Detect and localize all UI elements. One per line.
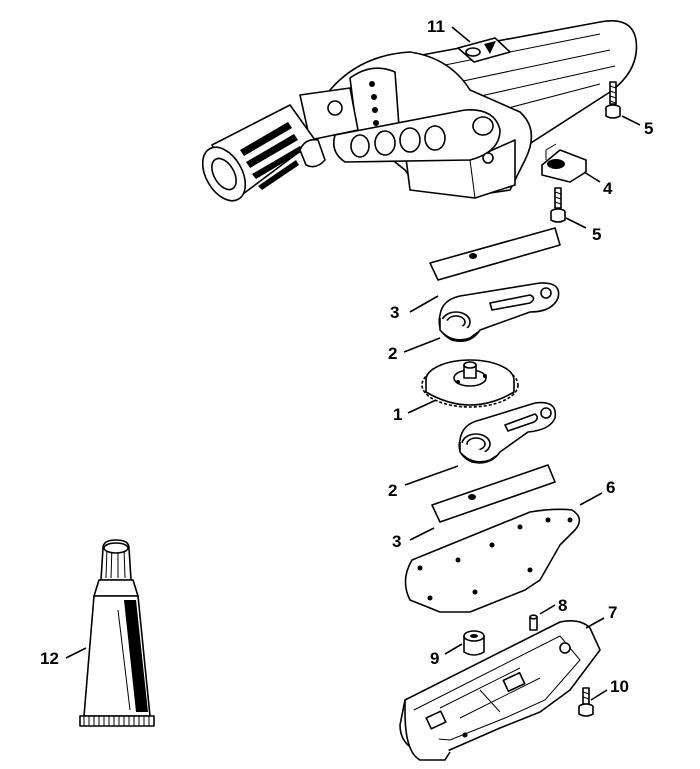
- callout-8: 8: [558, 596, 567, 615]
- connecting-rod-lower: [458, 401, 557, 464]
- grease-tube: [79, 539, 155, 727]
- callout-9: 9: [430, 649, 439, 668]
- clip: [541, 143, 587, 183]
- callout-2-upper: 2: [388, 344, 397, 363]
- callout-3-upper: 3: [390, 303, 399, 322]
- gasket-upper: [429, 227, 561, 281]
- callout-5-upper: 5: [644, 119, 653, 138]
- sleeve: [463, 630, 485, 656]
- label-sticker: [457, 37, 511, 63]
- callout-3-lower: 3: [392, 532, 401, 551]
- housing-base: [399, 620, 601, 761]
- screw-lower: [550, 187, 566, 223]
- callout-2-lower: 2: [388, 481, 397, 500]
- gear-housing: [201, 20, 638, 202]
- leader-lines: [65, 26, 641, 701]
- callout-1: 1: [393, 405, 402, 424]
- callout-4: 4: [603, 179, 613, 198]
- screw-base: [578, 687, 594, 717]
- connecting-rod-upper: [438, 282, 560, 343]
- screw-upper: [605, 81, 621, 119]
- pin: [529, 614, 538, 631]
- callout-10: 10: [610, 677, 629, 696]
- callout-12: 12: [40, 649, 59, 668]
- cover-plate: [404, 508, 581, 613]
- callout-6: 6: [606, 478, 615, 497]
- gasket-lower: [431, 464, 556, 523]
- callout-7: 7: [608, 603, 617, 622]
- callout-5-lower: 5: [592, 225, 601, 244]
- drive-gear: [421, 359, 519, 408]
- callout-11: 11: [427, 17, 445, 36]
